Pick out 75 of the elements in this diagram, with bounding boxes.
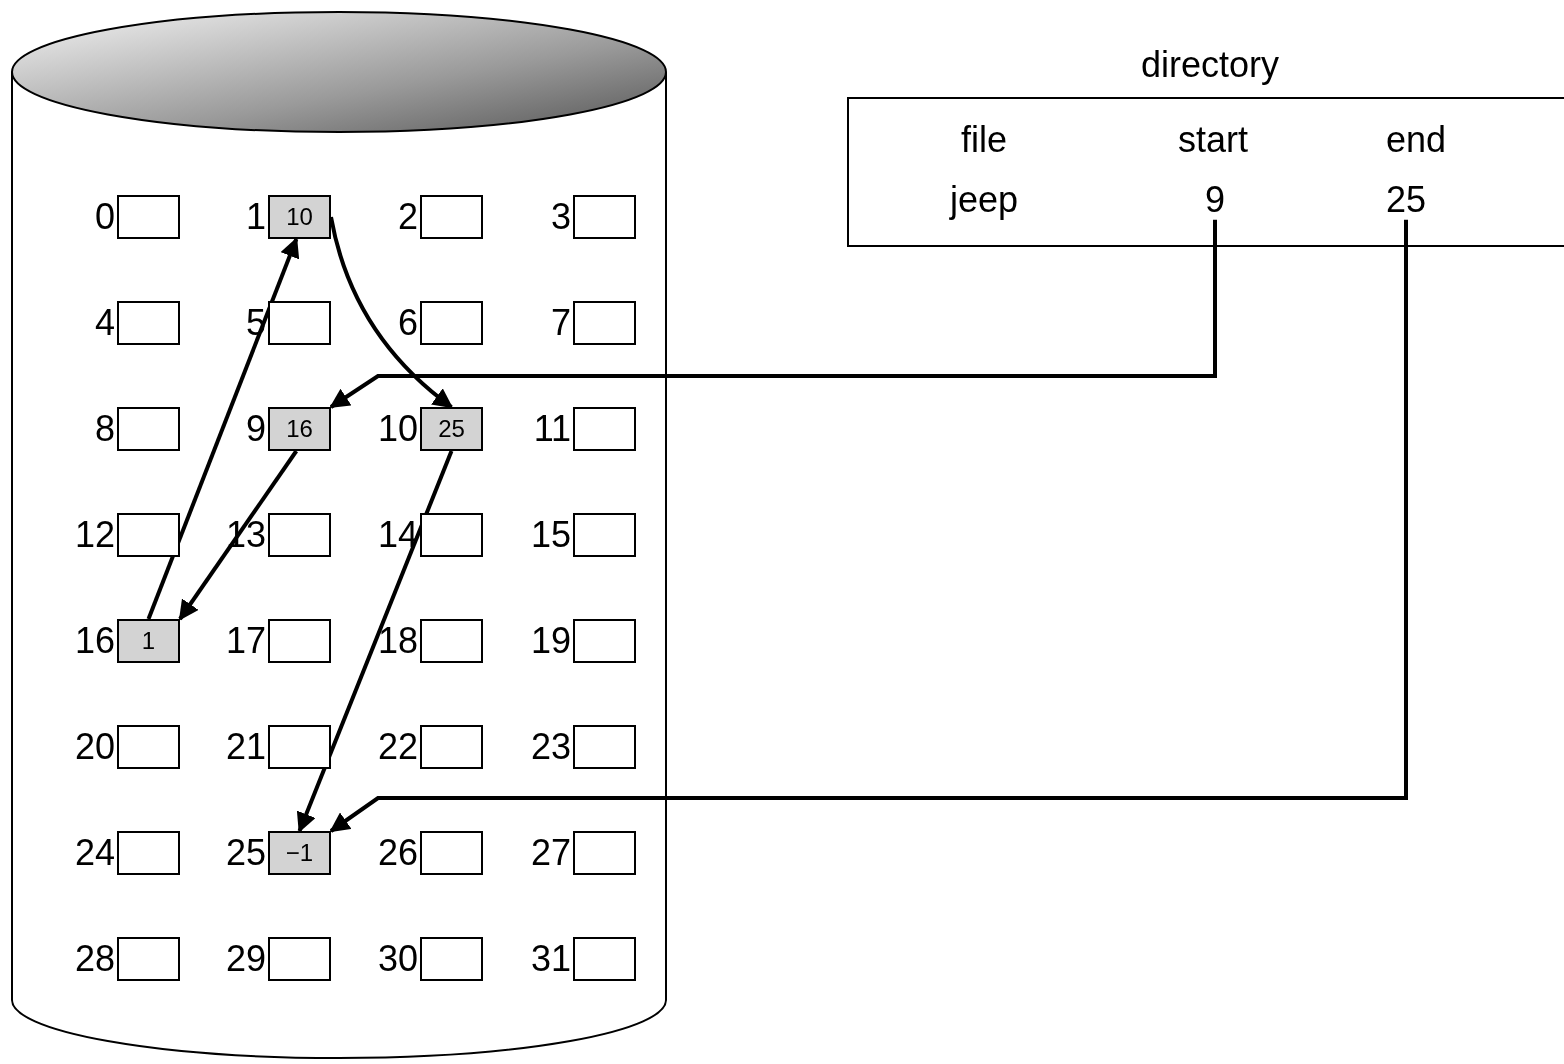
disk-block <box>117 937 180 981</box>
disk-block: 16 <box>268 407 331 451</box>
disk-block <box>420 195 483 239</box>
block-number: 1 <box>244 195 266 239</box>
arrow <box>146 237 300 620</box>
disk-block <box>117 513 180 557</box>
block-pointer: 25 <box>1386 180 1426 220</box>
disk-block <box>420 619 483 663</box>
block-number: 22 <box>376 725 418 769</box>
block-number: 6 <box>396 301 418 345</box>
disk-block <box>420 937 483 981</box>
block-number: 26 <box>376 831 418 875</box>
block-number: 10 <box>376 407 418 451</box>
disk-block: 25 <box>420 407 483 451</box>
disk-block <box>573 619 636 663</box>
disk-block <box>420 301 483 345</box>
disk-block <box>420 725 483 769</box>
arrow <box>178 449 298 621</box>
arrow <box>296 450 454 833</box>
table-title: directory <box>1141 44 1279 86</box>
disk-block <box>573 195 636 239</box>
block-number: 30 <box>376 937 418 981</box>
disk-block <box>573 725 636 769</box>
block-number: 24 <box>73 831 115 875</box>
block-number: 20 <box>73 725 115 769</box>
block-number: 21 <box>224 725 266 769</box>
disk-block <box>117 301 180 345</box>
disk-block <box>573 831 636 875</box>
disk-block <box>420 513 483 557</box>
block-number: 29 <box>224 937 266 981</box>
block-number: 12 <box>73 513 115 557</box>
disk-block: 1 <box>117 619 180 663</box>
column-header: start <box>1178 120 1248 160</box>
column-header: file <box>961 120 1007 160</box>
file-name: jeep <box>949 180 1019 220</box>
arrow <box>329 219 1408 833</box>
arrow <box>329 216 454 409</box>
disk-block <box>268 725 331 769</box>
block-number: 19 <box>529 619 571 663</box>
disk-block <box>117 407 180 451</box>
disk-block: −1 <box>268 831 331 875</box>
disk-block <box>420 831 483 875</box>
disk-block <box>268 619 331 663</box>
disk-block <box>573 937 636 981</box>
arrow <box>329 219 1217 409</box>
block-number: 17 <box>224 619 266 663</box>
disk-block <box>117 195 180 239</box>
block-number: 3 <box>549 195 571 239</box>
block-number: 25 <box>224 831 266 875</box>
disk-block <box>268 937 331 981</box>
block-number: 27 <box>529 831 571 875</box>
block-number: 7 <box>549 301 571 345</box>
disk-block <box>573 301 636 345</box>
disk-block: 10 <box>268 195 331 239</box>
block-number: 18 <box>376 619 418 663</box>
block-number: 23 <box>529 725 571 769</box>
block-number: 16 <box>73 619 115 663</box>
disk-block <box>117 725 180 769</box>
column-header: end <box>1385 120 1447 160</box>
disk-block <box>117 831 180 875</box>
block-number: 28 <box>73 937 115 981</box>
block-number: 14 <box>376 513 418 557</box>
block-number: 0 <box>93 195 115 239</box>
block-number: 4 <box>93 301 115 345</box>
block-pointer: 9 <box>1205 180 1225 220</box>
block-number: 11 <box>532 407 571 451</box>
block-number: 2 <box>396 195 418 239</box>
disk-block <box>573 407 636 451</box>
block-number: 8 <box>93 407 115 451</box>
block-number: 15 <box>529 513 571 557</box>
disk-block <box>268 513 331 557</box>
block-number: 9 <box>244 407 266 451</box>
disk-block <box>268 301 331 345</box>
disk-block <box>573 513 636 557</box>
block-number: 31 <box>529 937 571 981</box>
